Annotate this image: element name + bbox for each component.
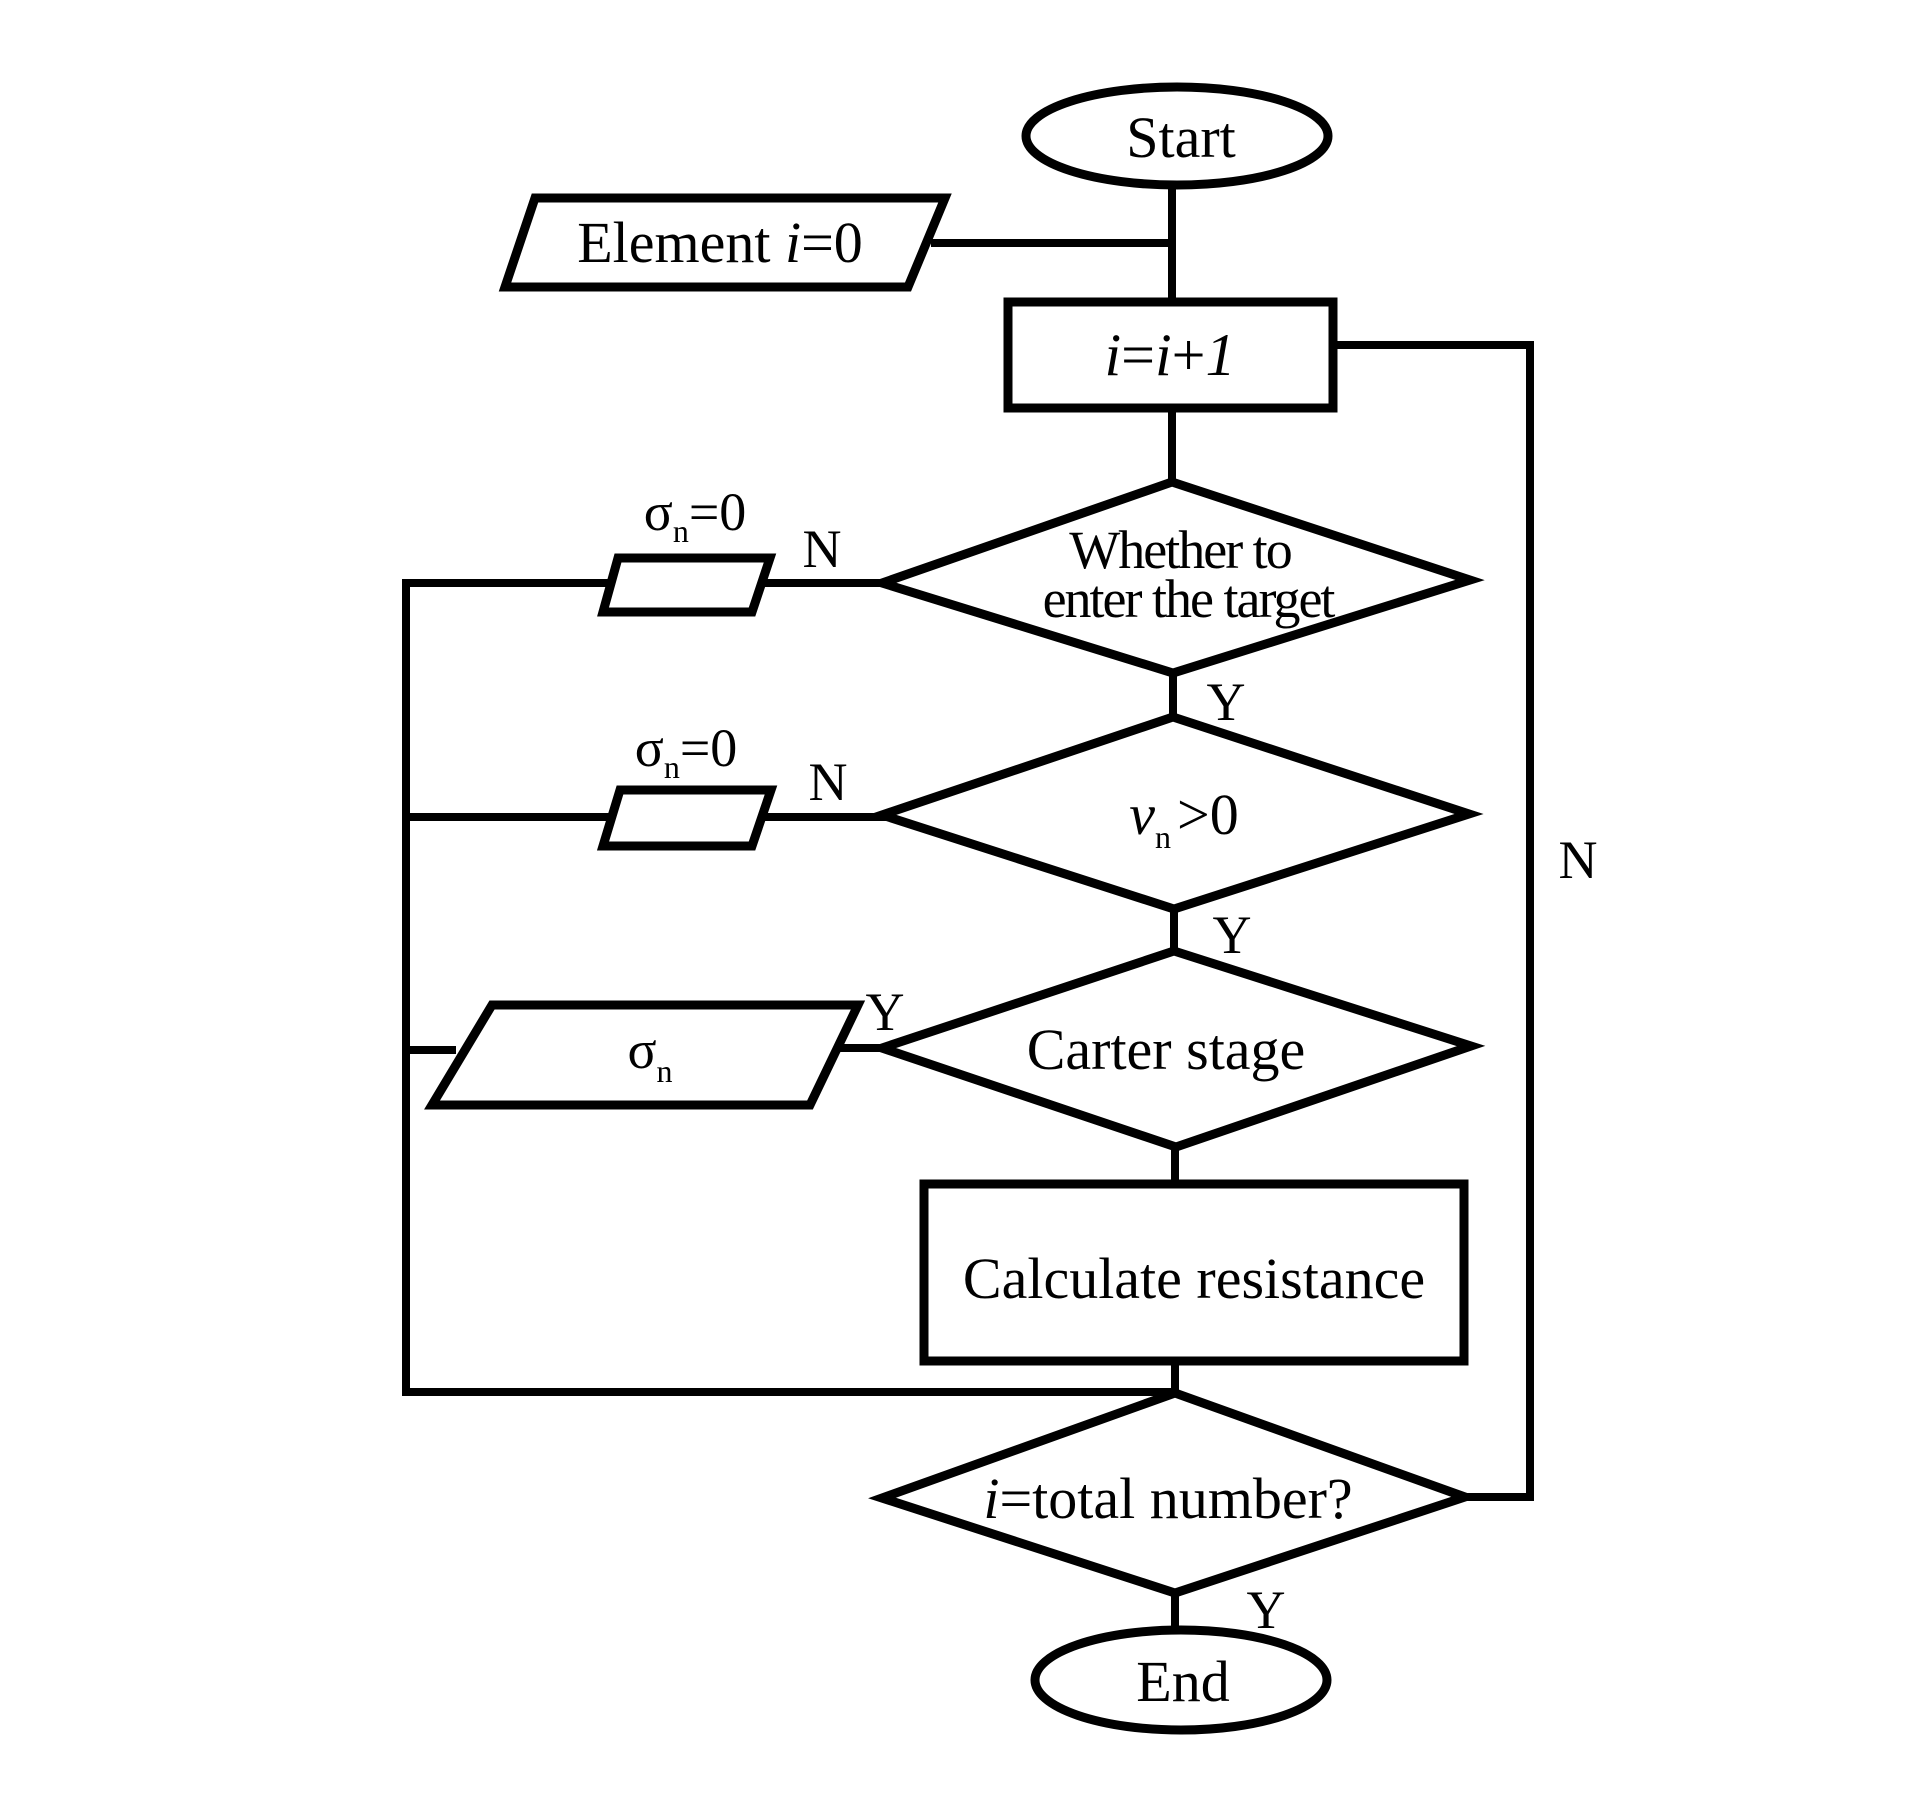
edge-label-target-yes: Y xyxy=(1207,672,1246,732)
start-terminator xyxy=(1021,82,1333,190)
end-terminator xyxy=(1030,1625,1332,1735)
calculate-process-box xyxy=(919,1179,1469,1366)
sigma-zero-2-label: σn=0 xyxy=(635,718,738,785)
target-decision-diamond xyxy=(867,477,1485,678)
edge-label-target-no: N xyxy=(803,519,842,579)
sigma-label: σn xyxy=(627,1020,672,1089)
init-label: Element i=0 xyxy=(577,210,863,275)
start-label: Start xyxy=(1126,105,1236,170)
sigma-io-shape xyxy=(424,1000,866,1110)
end-label: End xyxy=(1136,1649,1229,1714)
velocity-label: vn>0 xyxy=(1129,782,1238,855)
sigma-zero-1-io-shape xyxy=(597,553,777,617)
sigma-zero-2-io-shape xyxy=(596,785,778,851)
edge-label-velocity-no: N xyxy=(809,752,848,812)
increment-process-box xyxy=(1003,297,1338,413)
target-label-line2: enter the target xyxy=(1043,569,1336,629)
calculate-label: Calculate resistance xyxy=(963,1246,1425,1311)
edge-total-no-loop xyxy=(1329,341,1534,1501)
edge-label-carter-yes: Y xyxy=(866,982,905,1042)
connectors xyxy=(402,181,1534,1634)
velocity-decision-diamond xyxy=(867,712,1484,914)
sigma-zero-1-label: σn=0 xyxy=(644,482,747,549)
total-decision-diamond xyxy=(868,1388,1479,1598)
edge-label-velocity-yes: Y xyxy=(1213,905,1252,965)
edge-label-total-yes: Y xyxy=(1247,1580,1286,1640)
edge-label-total-no: N xyxy=(1559,830,1598,890)
carter-label: Carter stage xyxy=(1027,1017,1306,1082)
total-label: i=total number? xyxy=(983,1466,1352,1531)
init-io-shape xyxy=(498,193,952,292)
carter-decision-diamond xyxy=(867,946,1486,1152)
target-label-line1: Whether to xyxy=(1069,520,1290,580)
edge-left-bus xyxy=(402,579,1179,1396)
increment-label: i=i+1 xyxy=(1104,322,1235,388)
